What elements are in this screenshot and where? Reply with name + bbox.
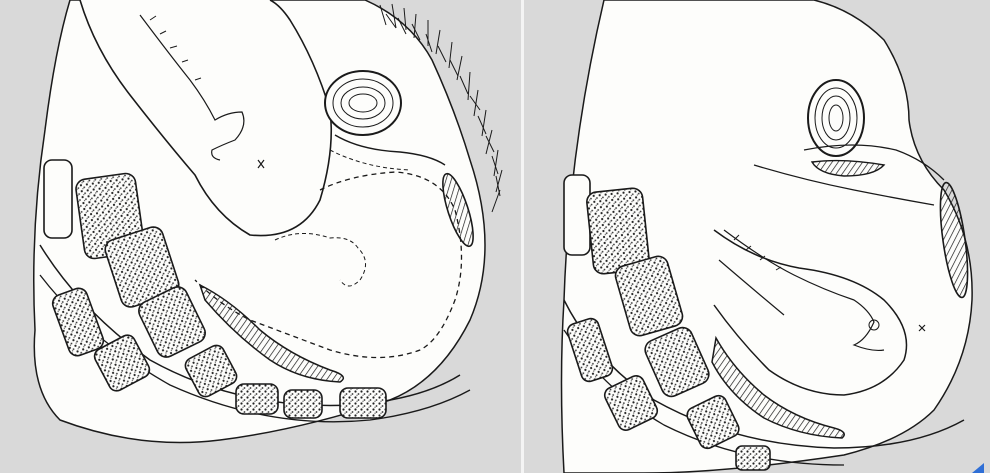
right-panel-sagittal-section	[524, 0, 990, 473]
left-panel-sagittal-section	[0, 0, 522, 473]
vertebra-8	[340, 388, 386, 418]
vertebra-6	[736, 446, 770, 470]
vertebra-6	[236, 384, 278, 414]
bladder	[325, 71, 401, 135]
vertebra-1	[44, 160, 72, 238]
left-illustration	[0, 0, 522, 473]
vertebra-7	[284, 390, 322, 418]
right-illustration	[524, 0, 990, 473]
corner-triangle-icon	[970, 461, 984, 473]
vertebra-1	[564, 175, 590, 255]
